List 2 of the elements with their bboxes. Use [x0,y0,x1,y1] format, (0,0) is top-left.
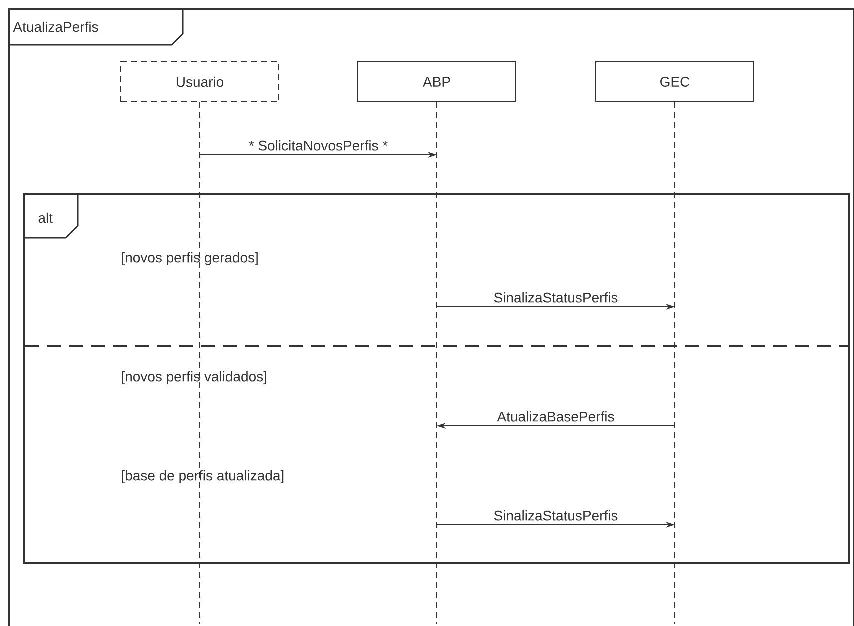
guard-text: [novos perfis gerados] [122,252,258,266]
guard-text: [novos perfis validados] [122,371,266,385]
